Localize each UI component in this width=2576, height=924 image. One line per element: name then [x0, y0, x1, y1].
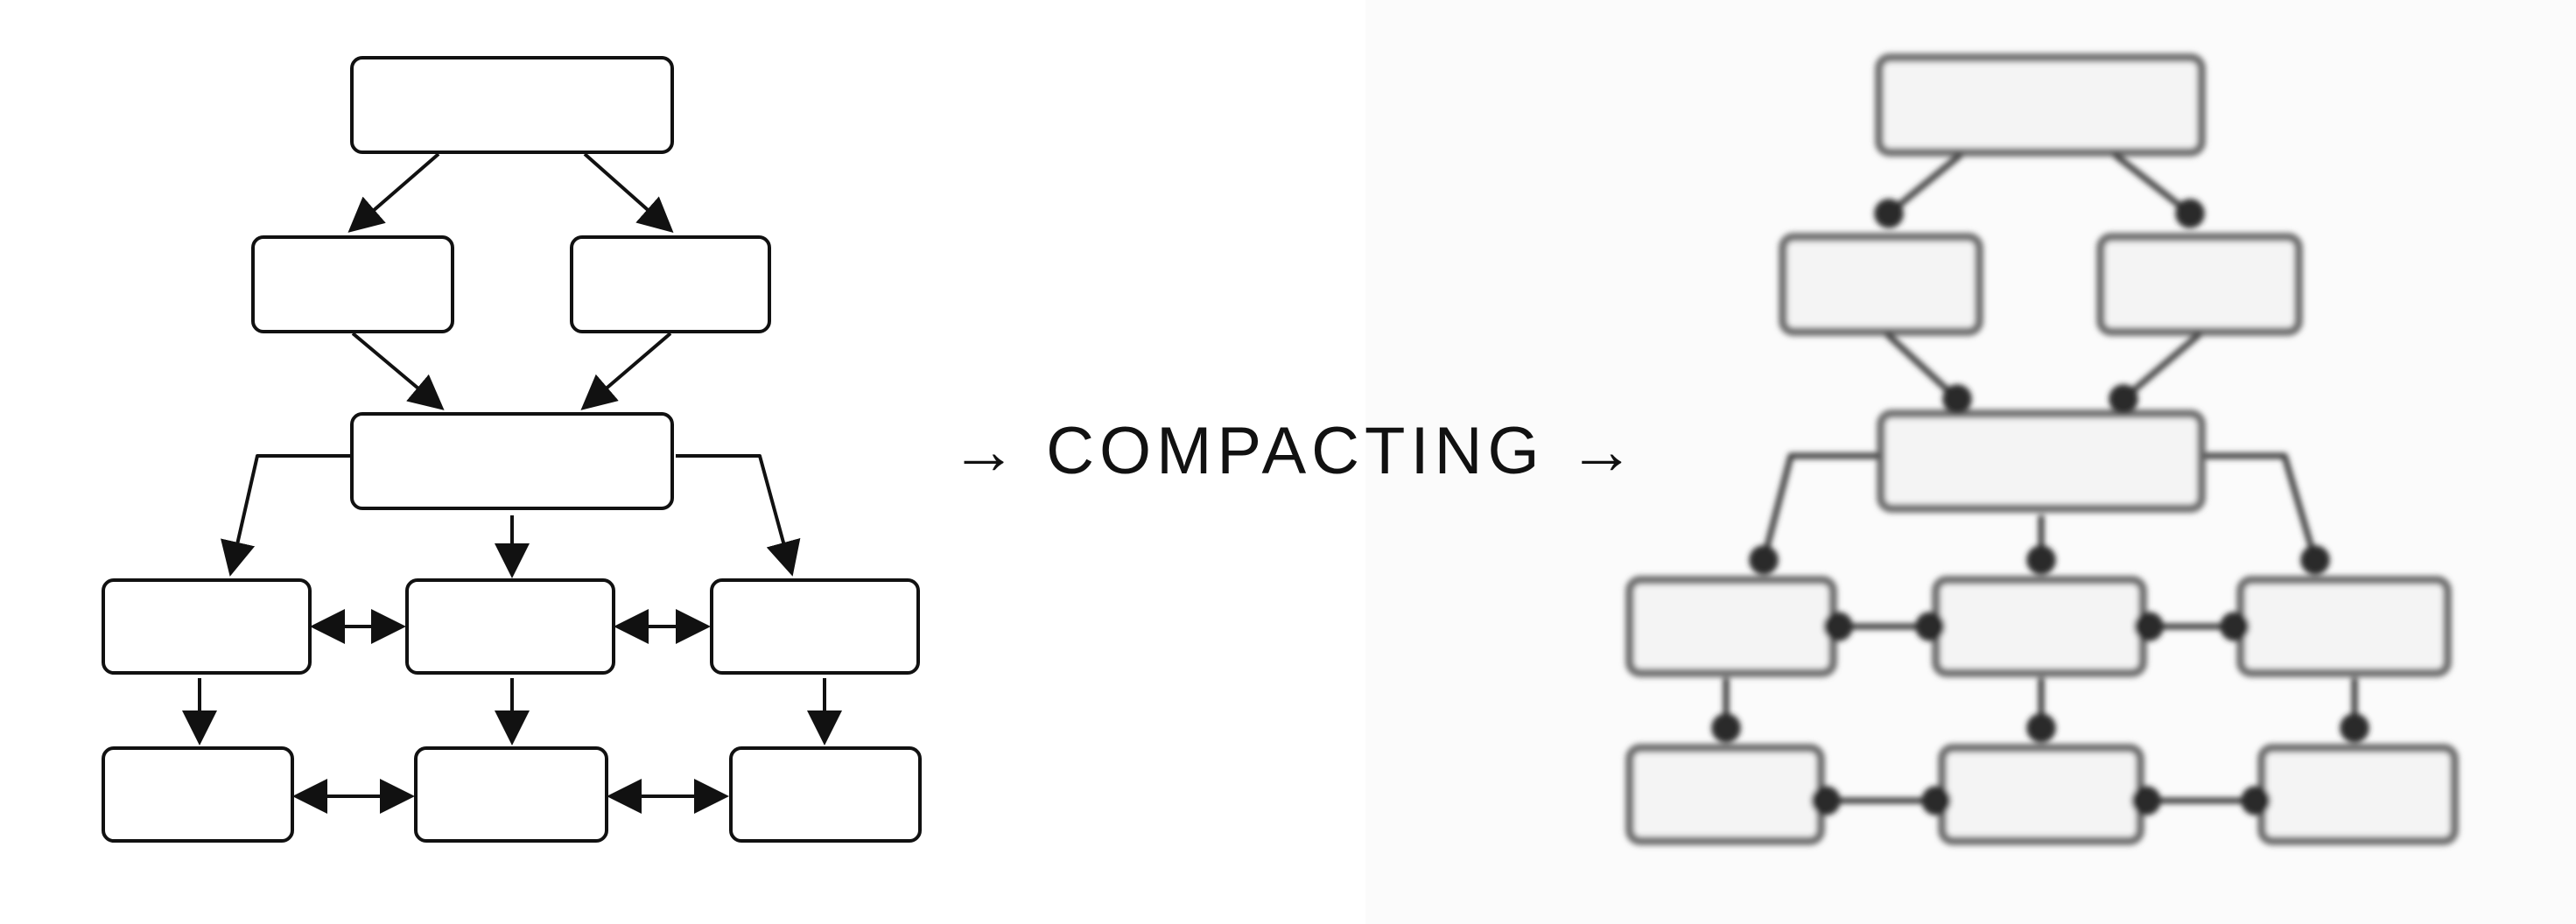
flow-arrow — [1749, 452, 1879, 575]
flow-arrow — [221, 454, 350, 577]
flowchart-box-mid-r — [2096, 233, 2303, 336]
flow-arrow — [347, 152, 440, 233]
flowchart-box-r5-r — [2257, 744, 2459, 845]
flowchart-box-top — [1875, 53, 2206, 157]
flow-arrow — [351, 332, 445, 410]
flow-arrow — [1874, 151, 1964, 228]
flow-arrow — [583, 152, 674, 233]
flow-arrow — [1884, 331, 1972, 414]
flowchart-box-center — [1877, 410, 2206, 513]
flowchart-box-r5-l — [1625, 744, 1825, 845]
flow-arrow — [2111, 151, 2205, 228]
flowchart-box-mid-l — [251, 235, 454, 333]
compacted-flowchart — [1625, 53, 2459, 845]
original-flowchart — [102, 56, 922, 843]
flowchart-box-r4-r — [2236, 576, 2452, 677]
flowchart-box-mid-l — [1779, 233, 1983, 336]
flow-arrow — [676, 454, 801, 577]
flow-arrow — [2204, 452, 2330, 575]
flowchart-box-r4-c — [1932, 576, 2147, 677]
flowchart-box-top — [350, 56, 674, 154]
flow-arrow — [580, 332, 672, 410]
compacting-transition-label: → COMPACTING → — [951, 413, 1640, 488]
flowchart-box-r4-l — [1625, 576, 1837, 677]
flowchart-box-r4-r — [710, 578, 920, 675]
flowchart-box-r5-l — [102, 746, 294, 843]
flowchart-box-mid-r — [570, 235, 771, 333]
flowchart-box-r5-c — [414, 746, 608, 843]
flowchart-box-r4-c — [405, 578, 615, 675]
flowchart-box-r4-l — [102, 578, 312, 675]
flowchart-box-r5-r — [729, 746, 922, 843]
flowchart-box-center — [350, 412, 674, 510]
flowchart-box-r5-c — [1938, 744, 2144, 845]
flow-arrow — [2109, 331, 2203, 414]
